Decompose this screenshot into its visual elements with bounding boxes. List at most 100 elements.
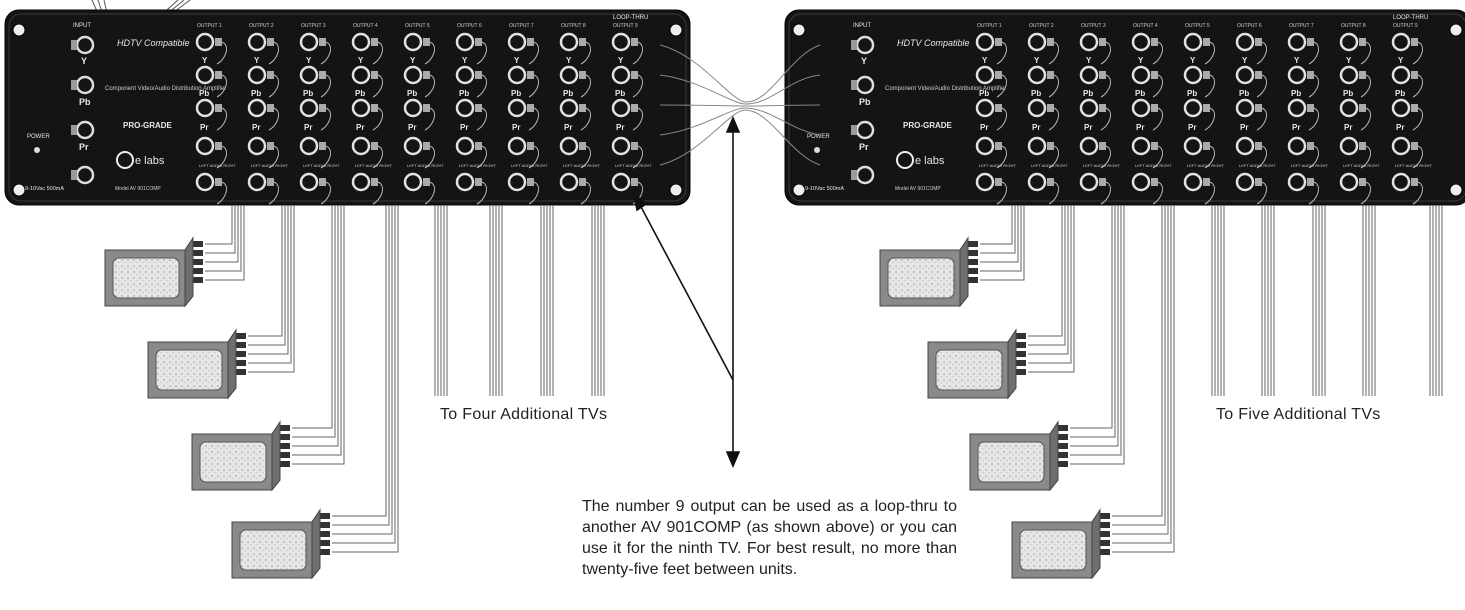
port-label-pb: Pb	[1395, 89, 1405, 98]
output-jack	[455, 98, 475, 118]
output-jack	[1339, 65, 1359, 85]
tv-plug	[236, 369, 246, 375]
port-label-pb: Pb	[1135, 89, 1145, 98]
patch-cable	[580, 181, 591, 205]
output-plug	[1359, 104, 1366, 112]
port-label-pr: Pr	[859, 142, 869, 152]
tv-group	[104, 205, 1175, 580]
output-jack	[1391, 136, 1411, 156]
tv-screen	[155, 349, 223, 391]
output-plug	[1359, 71, 1366, 79]
output-plug	[579, 38, 586, 46]
output-jack	[1079, 65, 1099, 85]
patch-cable	[1360, 41, 1371, 65]
output-jack	[403, 65, 423, 85]
output-plug	[371, 38, 378, 46]
power-label: POWER	[27, 134, 50, 140]
port-label-pb: Pb	[511, 89, 521, 98]
tv-plug	[1100, 531, 1110, 537]
tv-cable	[1028, 205, 1072, 364]
output-plug	[1411, 104, 1418, 112]
output-plug	[319, 38, 326, 46]
port-label-y: Y	[1086, 56, 1092, 65]
output-plug	[1047, 71, 1054, 79]
port-label-pr: Pr	[252, 123, 260, 132]
patch-cable	[1308, 181, 1319, 205]
tv-plug	[1100, 513, 1110, 519]
output-jack	[351, 98, 371, 118]
output-jack	[1235, 65, 1255, 85]
patch-cable	[1048, 107, 1059, 131]
patch-cable	[580, 41, 591, 65]
output-plug	[475, 178, 482, 186]
patch-cable	[1152, 145, 1163, 169]
output-label: OUTPUT 2	[249, 23, 274, 29]
patch-cable	[1204, 74, 1215, 98]
output-label: OUTPUT 3	[1081, 23, 1106, 29]
logo-text: e labs	[135, 155, 165, 167]
tv-cable	[205, 205, 242, 272]
tv-cable	[1028, 205, 1063, 337]
output-plug	[1047, 38, 1054, 46]
tv-plug	[1058, 434, 1068, 440]
port-label-pb: Pb	[1343, 89, 1353, 98]
output-plug	[1203, 71, 1210, 79]
input-plug	[71, 170, 77, 180]
port-label-pr: Pr	[1292, 123, 1300, 132]
patch-cable	[476, 74, 487, 98]
output-jack	[559, 136, 579, 156]
patch-cable	[632, 74, 643, 98]
port-label-pr: Pr	[1188, 123, 1196, 132]
patch-cable	[1152, 41, 1163, 65]
tv-plug	[320, 522, 330, 528]
patch-cable	[1256, 74, 1267, 98]
port-label-y: Y	[202, 56, 208, 65]
output-plug	[995, 104, 1002, 112]
patch-cable	[372, 145, 383, 169]
port-label-pb: Pb	[303, 89, 313, 98]
tv-cable	[1028, 205, 1075, 373]
output-jack	[455, 136, 475, 156]
port-label-pr: Pr	[1136, 123, 1144, 132]
tv-cable	[1070, 205, 1116, 438]
output-jack	[455, 172, 475, 192]
output-jack	[1183, 172, 1203, 192]
output-jack	[507, 98, 527, 118]
output-plug	[1047, 104, 1054, 112]
output-plug	[527, 38, 534, 46]
output-jack	[455, 65, 475, 85]
output-plug	[995, 178, 1002, 186]
patch-cable	[424, 145, 435, 169]
patch-cable	[1256, 107, 1267, 131]
cable-bundle	[1211, 205, 1225, 396]
output-plug	[319, 178, 326, 186]
output-plug	[215, 104, 222, 112]
output-plug	[527, 142, 534, 150]
tv-set	[147, 205, 295, 400]
output-plug	[371, 104, 378, 112]
input-plug	[851, 125, 857, 135]
tv-plug	[1100, 549, 1110, 555]
output-plug	[1151, 104, 1158, 112]
patch-cable	[1152, 107, 1163, 131]
output-label: OUTPUT 4	[353, 23, 378, 29]
port-label-pr: Pr	[200, 123, 208, 132]
model-label: Model AV 901COMP	[895, 186, 941, 192]
output-jack	[611, 98, 631, 118]
tv-side	[1091, 508, 1101, 580]
tv-cable	[248, 205, 286, 346]
loop-thru-label: LOOP-THRU	[613, 15, 648, 21]
tv-cable	[248, 205, 295, 373]
cable-bundle	[489, 205, 503, 396]
port-label-y: Y	[1190, 56, 1196, 65]
port-label-pb: Pb	[1291, 89, 1301, 98]
patch-cable	[1048, 41, 1059, 65]
output-label: OUTPUT 7	[1289, 23, 1314, 29]
tv-cable	[332, 205, 399, 553]
port-label-y: Y	[1346, 56, 1352, 65]
